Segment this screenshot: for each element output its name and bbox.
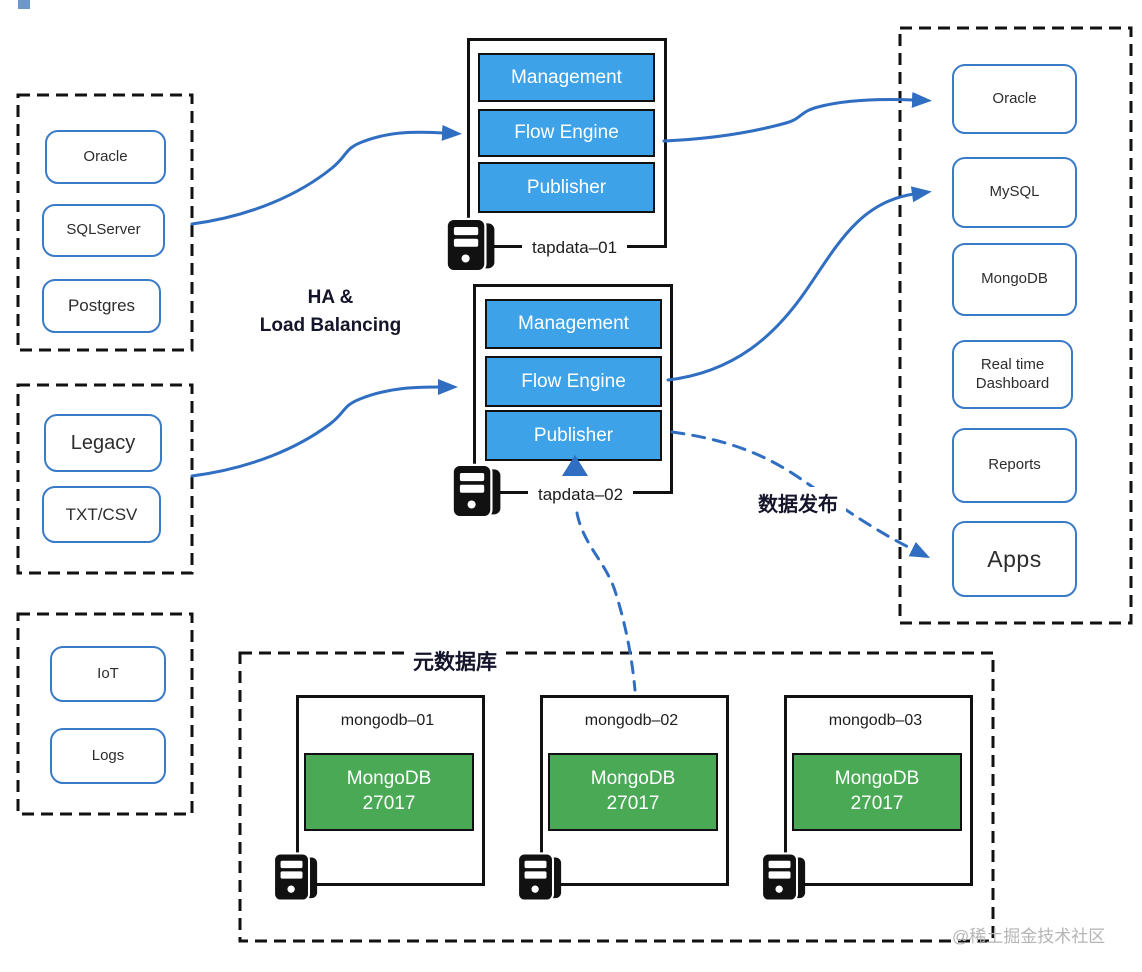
mongodb-02-service-box: MongoDB 27017 <box>548 753 718 831</box>
logo-fragment <box>18 0 30 9</box>
watermark: @稀土掘金技术社区 <box>952 927 1106 946</box>
tapdata-01-host-label: tapdata–01 <box>522 236 628 260</box>
source-node-txtcsv: TXT/CSV <box>42 486 161 543</box>
link-tapdata02-to-mongodb02-dashed <box>575 511 637 692</box>
tapdata-02-flow-engine-module: Flow Engine <box>485 356 662 407</box>
tapdata-02-management-module: Management <box>485 299 662 349</box>
source-node-logs: Logs <box>50 728 166 784</box>
source-node-oracle: Oracle <box>45 130 166 184</box>
arrow-sources1-to-tapdata01 <box>190 124 462 226</box>
source-node-legacy: Legacy <box>44 414 162 472</box>
mongodb-03-service-box: MongoDB 27017 <box>792 753 962 831</box>
arrow-sources2-to-tapdata02 <box>190 379 458 478</box>
tapdata-02-host-label: tapdata–02 <box>528 483 634 507</box>
target-node-oracle: Oracle <box>952 64 1077 134</box>
mongodb-03-host-label: mongodb–03 <box>828 712 923 729</box>
target-node-reports: Reports <box>952 428 1077 503</box>
target-node-mysql: MySQL <box>952 157 1077 228</box>
server-icon <box>517 852 562 902</box>
arrow-tapdata02-to-mysql <box>666 186 932 382</box>
ha-load-balancing-caption: HA & Load Balancing <box>259 287 402 336</box>
source-node-postgres: Postgres <box>42 279 161 333</box>
tapdata-02-publisher-module: Publisher <box>485 410 662 461</box>
target-node-realtime-dashboard: Real time Dashboard <box>952 340 1073 409</box>
arrow-tapdata01-to-oracle <box>662 91 932 143</box>
server-icon <box>445 217 495 273</box>
tapdata-01-publisher-module: Publisher <box>478 162 655 213</box>
server-icon <box>273 852 318 902</box>
metadata-db-caption: 元数据库 <box>405 645 505 677</box>
data-publish-caption: 数据发布 <box>750 487 846 518</box>
target-node-apps: Apps <box>952 521 1077 597</box>
target-node-mongodb: MongoDB <box>952 243 1077 316</box>
server-icon <box>451 463 501 519</box>
tapdata-01-management-module: Management <box>478 53 655 102</box>
source-node-sqlserver: SQLServer <box>42 204 165 257</box>
mongodb-02-host-label: mongodb–02 <box>584 712 679 729</box>
tapdata-01-flow-engine-module: Flow Engine <box>478 109 655 157</box>
mongodb-01-host-label: mongodb–01 <box>340 712 435 729</box>
source-node-iot: IoT <box>50 646 166 702</box>
server-icon <box>761 852 806 902</box>
mongodb-01-service-box: MongoDB 27017 <box>304 753 474 831</box>
source-group3-border <box>16 612 194 816</box>
